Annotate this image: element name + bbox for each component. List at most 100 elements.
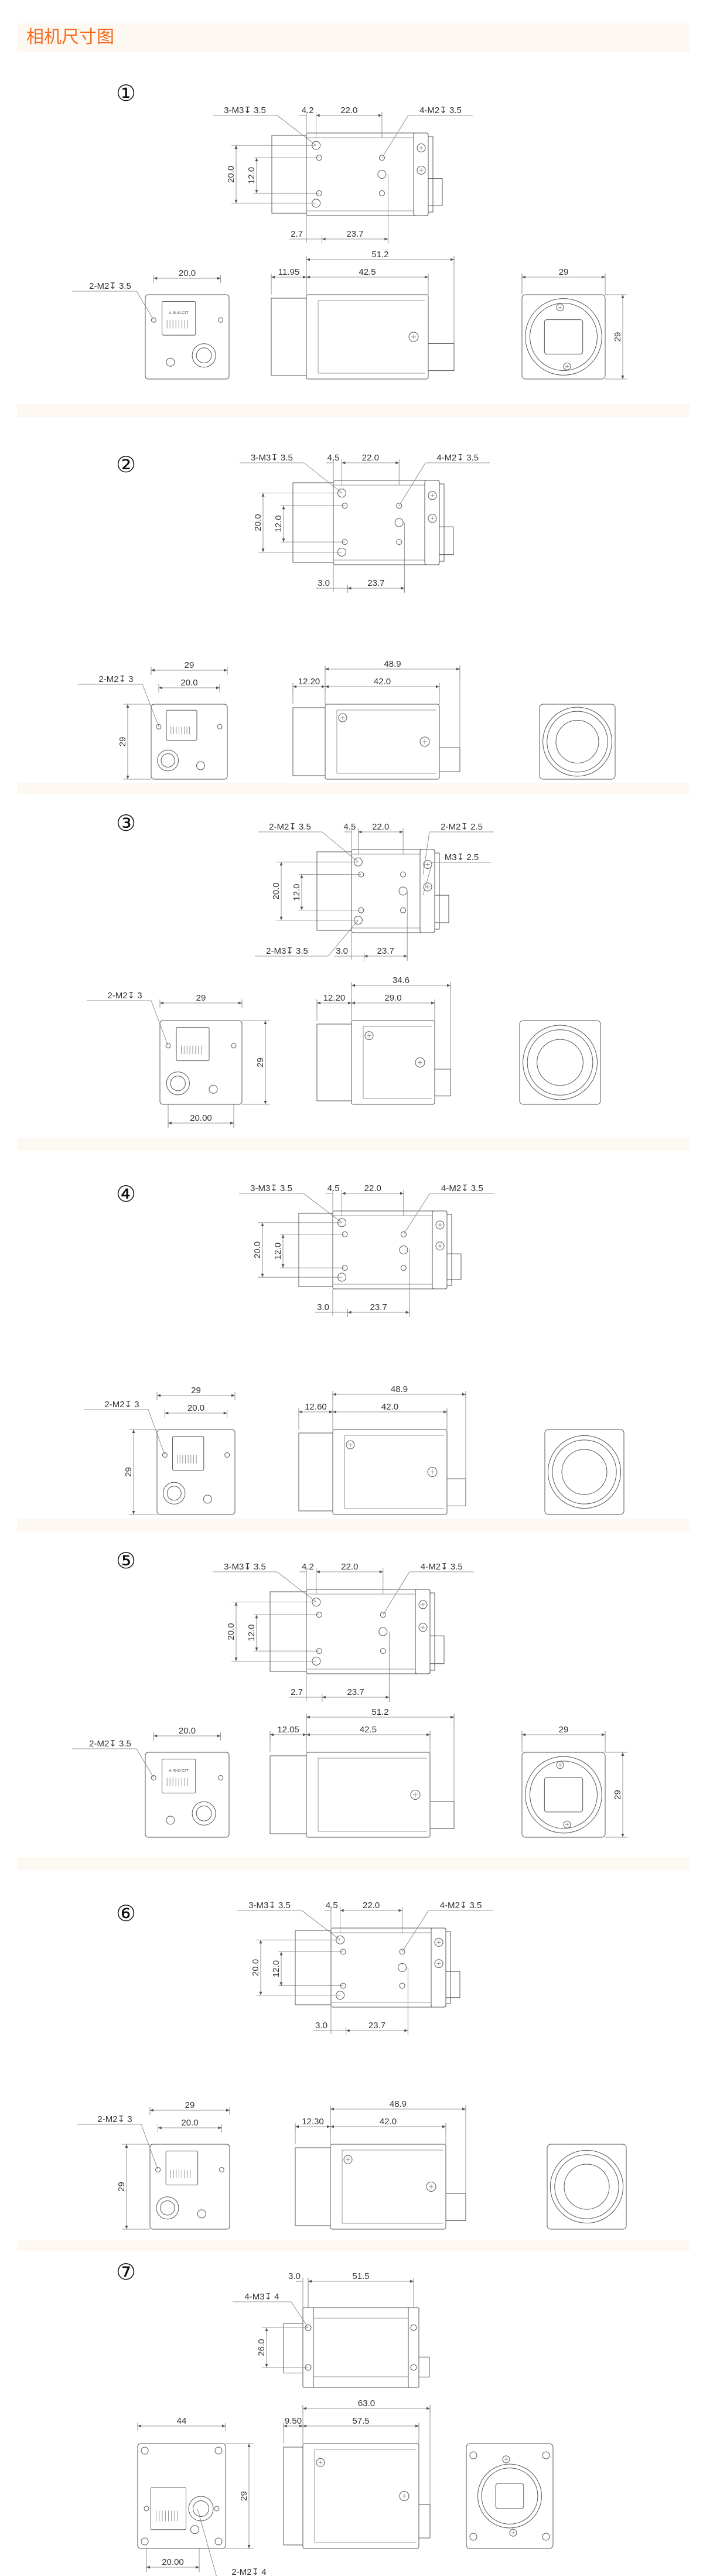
arrow-icon	[132, 1511, 135, 1514]
io-connector-icon	[192, 343, 216, 368]
arrow-icon	[306, 1733, 310, 1736]
dim-lens-length: 12.30	[302, 2117, 324, 2127]
hole	[144, 2506, 149, 2512]
dim-width: 29	[559, 1725, 569, 1735]
dim-bottom-span: 23.7	[368, 2021, 385, 2031]
arrow-icon	[153, 1734, 158, 1738]
dim-vertical-inner: 12.0	[273, 1243, 283, 1260]
arrow-icon	[126, 704, 129, 708]
dim-body-length: 42.0	[380, 2117, 397, 2127]
dim-bottom-span: 23.7	[370, 1302, 387, 1312]
lens-mount	[269, 1755, 307, 1834]
dim-bottom-left: 3.0	[317, 1302, 329, 1312]
arrow-icon	[299, 2424, 303, 2428]
arrow-icon	[352, 1001, 355, 1005]
camera-body	[332, 1210, 448, 1289]
line	[327, 920, 359, 957]
lens-mount	[283, 2323, 303, 2374]
arrow-icon	[279, 1951, 283, 1956]
camera-body	[306, 132, 429, 216]
indicator-led	[166, 357, 175, 367]
dim-hole-span: 22.0	[364, 1183, 381, 1193]
rear-plate	[429, 1592, 435, 1671]
label-hole-left: 3-M3↧ 3.5	[224, 105, 266, 115]
hole	[396, 539, 402, 545]
io-connector-icon	[192, 1801, 216, 1826]
arrow-icon	[352, 984, 355, 987]
arrow-icon	[261, 1222, 264, 1226]
back-panel	[156, 1429, 236, 1515]
section-number: ⑤	[116, 1548, 136, 1574]
hole	[380, 1648, 386, 1654]
dim-vertical-inner: 12.0	[247, 167, 257, 184]
arrow-icon	[265, 2328, 268, 2331]
camera-body	[330, 2144, 446, 2230]
arrow-icon	[425, 275, 428, 279]
arrow-icon	[329, 1410, 333, 1414]
dim-offset-left: 4.5	[327, 453, 340, 463]
arrow-icon	[217, 277, 221, 280]
screw-icon	[346, 1440, 355, 1449]
io-connector-pins	[196, 347, 212, 364]
arrow-icon	[451, 258, 454, 261]
arrow-icon	[125, 2226, 128, 2229]
lens-ring-outer	[523, 1025, 598, 1100]
dim-width-inner: 20.0	[181, 2118, 198, 2128]
arrow-icon	[306, 275, 310, 279]
section-divider	[17, 404, 690, 417]
front-view	[466, 2443, 554, 2549]
line	[322, 831, 359, 862]
lens-ring-outer	[477, 2464, 542, 2529]
label-hole-right: 4-M2↧ 3.5	[441, 1183, 483, 1193]
arrow-icon	[322, 685, 325, 688]
arrow-icon	[621, 376, 624, 379]
section-number: ⑥	[116, 1901, 136, 1926]
arrow-icon	[271, 275, 275, 279]
screw-icon	[563, 362, 571, 370]
lens-mount	[269, 1591, 307, 1672]
dim-hole-span: 22.0	[372, 822, 389, 832]
dim-height: 29	[118, 737, 128, 747]
screw-icon	[338, 713, 347, 722]
label-hole-right: 4-M2↧ 3.5	[421, 1562, 463, 1572]
dim-bottom-left: 2.7	[291, 229, 303, 239]
arrow-icon	[234, 1657, 238, 1661]
arrow-icon	[316, 114, 320, 117]
rear-plate	[434, 852, 440, 930]
arrow-icon	[447, 984, 451, 987]
arrow-icon	[426, 1733, 430, 1736]
arrow-icon	[451, 1715, 454, 1719]
section-divider	[17, 1519, 690, 1531]
screw-icon	[417, 165, 426, 175]
io-connector-icon	[163, 1482, 186, 1504]
io-connector-pins	[166, 1486, 182, 1501]
arrow-icon	[333, 1410, 336, 1414]
ethernet-port-icon	[176, 1026, 210, 1062]
section-number: ④	[116, 1181, 136, 1207]
arrow-icon	[264, 1101, 267, 1104]
dim-lens-length: 11.95	[278, 267, 299, 277]
hole	[218, 1775, 224, 1780]
lens-mount	[271, 135, 307, 214]
arrow-icon	[364, 954, 368, 958]
screw-icon	[435, 1220, 445, 1230]
dim-width-inner: 20.0	[180, 678, 197, 688]
arrow-icon	[443, 1410, 447, 1414]
io-connector	[434, 1069, 451, 1097]
arrow-icon	[222, 2424, 226, 2428]
page-title: 相机尺寸图	[26, 27, 114, 47]
arrow-icon	[146, 2565, 150, 2569]
io-connector	[429, 1801, 455, 1830]
dim-height: 29	[124, 1467, 134, 1477]
hole	[218, 317, 224, 323]
rear-plate	[428, 136, 434, 213]
dim-hole-span: 22.0	[340, 105, 357, 115]
dim-vertical-outer: 20.0	[226, 1623, 236, 1640]
ethernet-port-icon	[151, 2487, 186, 2530]
